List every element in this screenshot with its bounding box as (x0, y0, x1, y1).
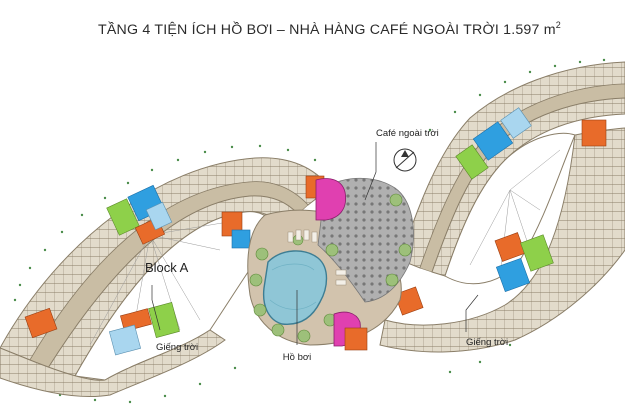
right-light-blue-unit (500, 107, 532, 139)
center-blue-unit (231, 229, 251, 249)
left-lower-units (0, 329, 226, 397)
well-left-label: Giếng trời (156, 342, 198, 353)
lower-green-unit (148, 302, 180, 338)
area-unit-superscript: 2 (555, 20, 561, 30)
lower-orange-unit-b (120, 308, 152, 332)
plan-title-text: TẦNG 4 TIỆN ÍCH HỒ BƠI – NHÀ HÀNG CAFÉ N… (98, 22, 556, 38)
pool-label: Hồ bơi (283, 352, 311, 363)
block-a-label: Block A (145, 260, 189, 275)
bottom-orange-unit (344, 327, 368, 351)
amenity-deck (247, 177, 414, 351)
right-blue-unit-low (495, 257, 531, 293)
right-green-unit (455, 144, 489, 180)
cafe-label: Café ngoài trời (376, 128, 439, 139)
right-orange-unit-left (394, 286, 424, 316)
right-wing-building (379, 61, 625, 353)
compass-north-icon (393, 148, 417, 172)
left-light-blue-unit (145, 201, 173, 231)
right-green-unit-low (520, 234, 554, 272)
leader-lines (151, 142, 479, 345)
landscape-trees (249, 193, 412, 343)
lower-orange-unit-a (24, 307, 58, 339)
pool-loungers (287, 229, 347, 286)
left-green-unit (106, 198, 140, 236)
left-wing-building (0, 157, 331, 397)
magenta-room-top (315, 178, 347, 221)
lower-light-blue-unit (108, 324, 142, 356)
plan-title: TẦNG 4 TIỆN ÍCH HỒ BƠI – NHÀ HÀNG CAFÉ N… (98, 20, 618, 38)
right-blue-unit (472, 121, 514, 161)
right-orange-unit-top (581, 119, 607, 147)
well-right-label: Giếng trời (466, 337, 508, 348)
right-courtyard-lines (469, 149, 561, 276)
